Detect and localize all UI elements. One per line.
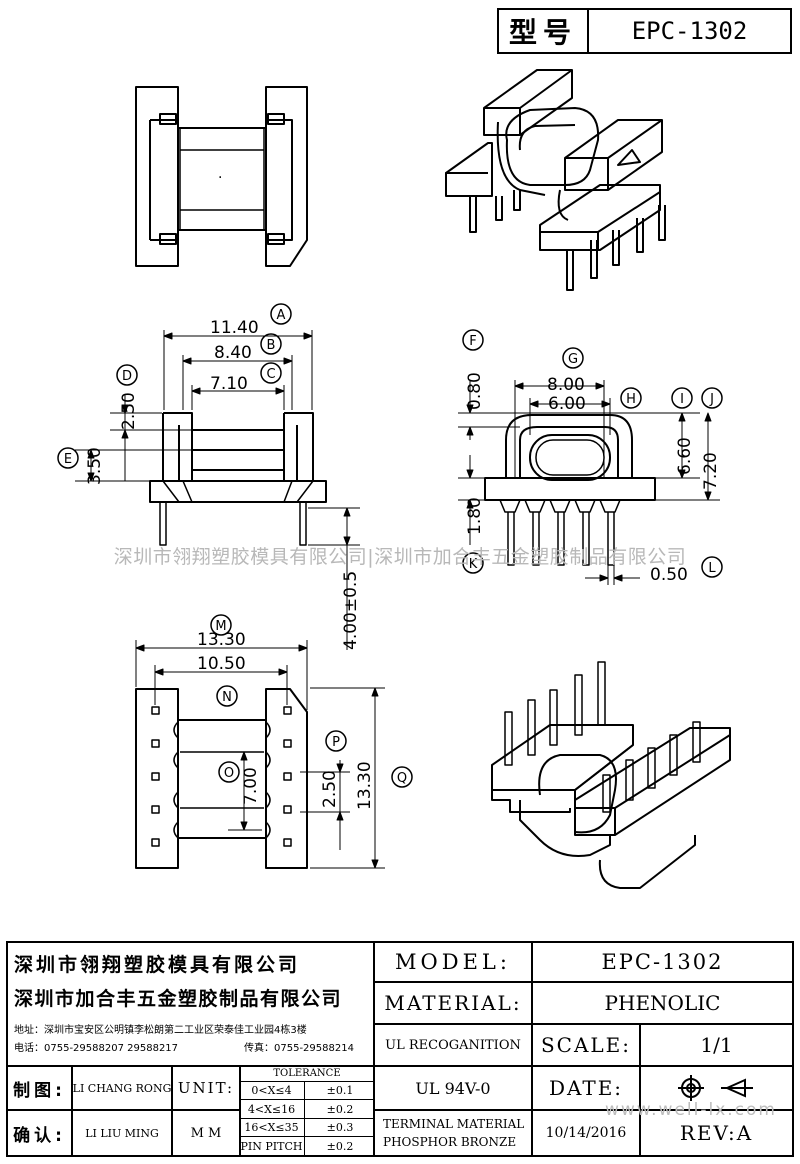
- projection-icon: [677, 1075, 753, 1101]
- dim-f: 0.80: [465, 372, 485, 410]
- letter-q: Q: [397, 771, 407, 786]
- unit-value: M M: [171, 1109, 241, 1157]
- side-view: [458, 329, 723, 585]
- scale-label: SCALE:: [531, 1023, 641, 1067]
- dim-l: 0.50: [650, 565, 688, 585]
- material-label: MATERIAL:: [373, 981, 533, 1025]
- letter-h: H: [626, 392, 636, 407]
- ul-value: UL 94V-0: [373, 1065, 533, 1111]
- letter-j: J: [709, 392, 714, 407]
- isometric-view-bottom: [491, 661, 731, 889]
- model-header-value: EPC-1302: [587, 8, 792, 54]
- model-label: MODEL:: [373, 941, 533, 983]
- dim-p: 2.50: [320, 770, 340, 808]
- tolerance-range: PIN PITCH: [239, 1137, 305, 1155]
- letter-o: O: [224, 766, 234, 781]
- unit-label: UNIT:: [171, 1065, 241, 1111]
- company-fax: 传真：0755-29588214: [244, 1043, 354, 1054]
- tolerance-value: ±0.3: [305, 1119, 375, 1137]
- tolerance-value: ±0.1: [305, 1082, 375, 1100]
- isometric-view-top: [445, 69, 666, 291]
- dim-e: 3.50: [85, 447, 105, 485]
- model-value: EPC-1302: [531, 941, 794, 983]
- letter-n: N: [222, 690, 232, 705]
- top-view: ·: [135, 86, 308, 267]
- terminal-cell: [373, 1109, 533, 1157]
- watermark-text: 深圳市翎翔塑胶模具有限公司|深圳市加合丰五金塑胶制品有限公司: [113, 546, 687, 568]
- dim-n: 10.50: [197, 654, 246, 674]
- dim-j: 7.20: [701, 452, 721, 490]
- letter-c: C: [266, 367, 275, 382]
- dim-m: 13.30: [197, 630, 246, 650]
- dim-d: 2.50: [119, 392, 139, 430]
- terminal-line-2: PHOSPHOR BRONZE: [383, 1135, 517, 1149]
- dim-c: 7.10: [210, 374, 248, 394]
- model-header-label: 型号: [497, 8, 589, 54]
- company-phone: 电话：0755-29588207 29588217: [14, 1043, 179, 1054]
- scale-value: 1/1: [639, 1023, 794, 1067]
- dim-a: 11.40: [210, 318, 259, 338]
- terminal-line-1: TERMINAL MATERIAL: [383, 1117, 525, 1131]
- dim-h: 6.00: [548, 394, 586, 414]
- letter-l: L: [708, 561, 716, 576]
- tolerance-range: 4<X≤16: [239, 1100, 305, 1119]
- tolerance-range: 0<X≤4: [239, 1082, 305, 1100]
- letter-d: D: [122, 369, 132, 384]
- tolerance-title: TOLERANCE: [239, 1066, 375, 1082]
- bottom-view: [135, 614, 413, 869]
- watermark-site: www.well-lx.com: [605, 1100, 777, 1120]
- tolerance-range: 16<X≤35: [239, 1119, 305, 1137]
- letter-g: G: [568, 352, 578, 367]
- dim-b: 8.40: [214, 343, 252, 363]
- revision: REV:A: [639, 1109, 794, 1157]
- letter-f: F: [469, 334, 476, 349]
- company-address: 地址：深圳市宝安区公明镇李松朗第二工业区荣泰佳工业园4栋3楼: [14, 1025, 307, 1036]
- letter-e: E: [64, 452, 72, 467]
- dim-i: 6.60: [675, 437, 695, 475]
- letter-i: I: [680, 392, 684, 407]
- dim-k: 1.80: [465, 497, 485, 535]
- letter-m: M: [215, 619, 226, 634]
- company-name-2: 深圳市加合丰五金塑胶制品有限公司: [14, 988, 343, 1010]
- material-value: PHENOLIC: [531, 981, 794, 1025]
- tolerance-value: ±0.2: [305, 1100, 375, 1119]
- dim-q: 13.30: [355, 761, 375, 810]
- company-name-1: 深圳市翎翔塑胶模具有限公司: [14, 954, 301, 976]
- front-view: [57, 303, 360, 650]
- letter-a: A: [277, 308, 286, 323]
- ul-label: UL RECOGANITION: [373, 1023, 533, 1067]
- technical-drawing: ·: [57, 69, 731, 889]
- letter-k: K: [469, 557, 478, 572]
- dim-pin: 4.00±0.5: [341, 571, 361, 650]
- center-mark: ·: [218, 170, 222, 186]
- drawn-name: LI CHANG RONG: [71, 1065, 173, 1111]
- tolerance-value: ±0.2: [326, 1139, 354, 1153]
- dim-o: 7.00: [241, 767, 261, 805]
- check-name: LI LIU MING: [71, 1109, 173, 1157]
- letter-p: P: [332, 735, 340, 750]
- check-label: 确认:: [6, 1109, 73, 1157]
- dim-g: 8.00: [547, 375, 585, 395]
- letter-b: B: [267, 338, 276, 353]
- drawn-label: 制图:: [6, 1065, 73, 1111]
